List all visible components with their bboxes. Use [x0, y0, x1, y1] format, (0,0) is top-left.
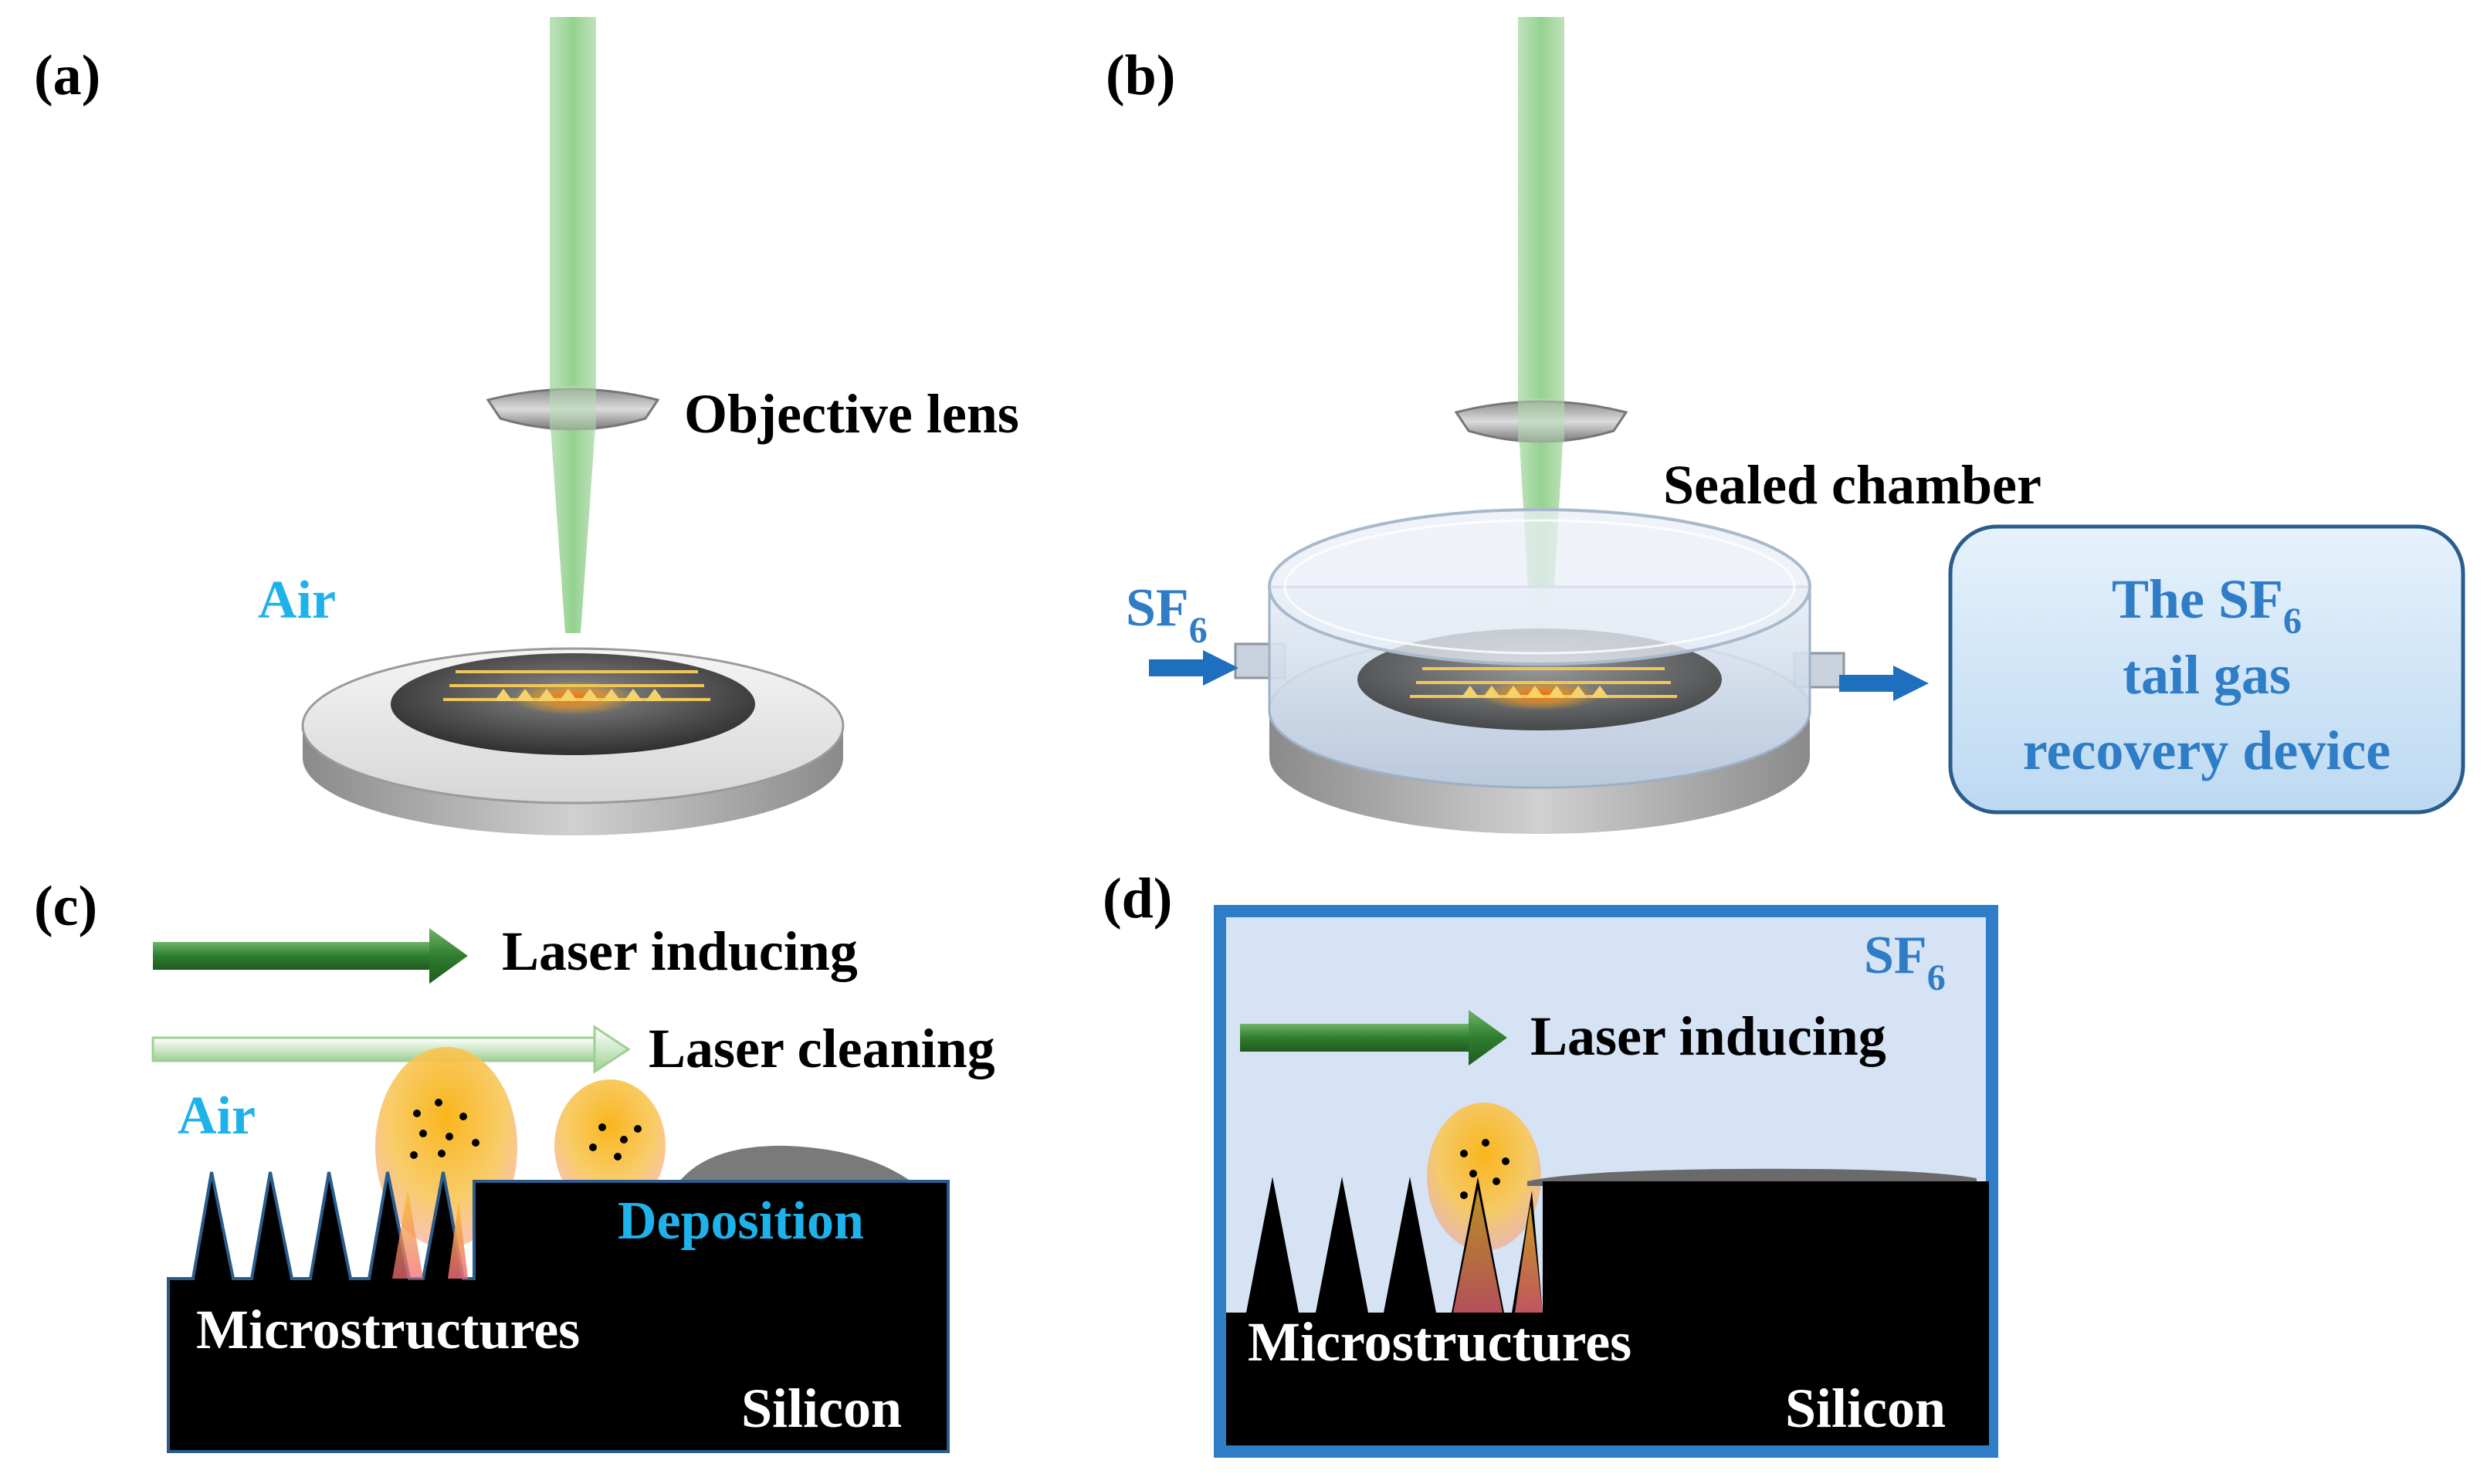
laser-inducing-arrow-icon — [153, 928, 468, 984]
panel-d: (d) SF6 Laser inducing Microstructures S… — [1103, 867, 1998, 1458]
svg-text:SF6: SF6 — [1126, 578, 1208, 651]
device-line-3: recovery device — [2023, 720, 2390, 781]
panel-b-label: (b) — [1106, 44, 1175, 107]
laser-cleaning-arrow-icon — [151, 1025, 631, 1074]
cleaning-plume — [554, 1079, 666, 1212]
particles — [410, 1099, 642, 1160]
panel-d-label: (d) — [1103, 867, 1172, 930]
objective-lens-icon — [1454, 398, 1628, 443]
air-label: Air — [178, 1086, 256, 1146]
sf6-subscript: 6 — [1927, 957, 1946, 998]
sf6-label: SF — [1864, 926, 1927, 985]
laser-beam — [550, 17, 596, 418]
svg-text:SF6: SF6 — [1864, 926, 1946, 998]
laser-inducing-label: Laser inducing — [502, 920, 858, 982]
panel-c-label: (c) — [34, 875, 97, 938]
silicon-label: Silicon — [741, 1377, 902, 1439]
silicon-substrate — [167, 1171, 950, 1453]
panel-c: (c) Laser inducing Laser cleaning — [34, 875, 995, 1453]
device-title: The SF — [2112, 568, 2283, 630]
recovery-device-box: The SF6 tail gas recovery device — [1948, 524, 2465, 815]
laser-cleaning-label: Laser cleaning — [649, 1018, 995, 1079]
microstructures-label: Microstructures — [1248, 1311, 1631, 1373]
inlet-arrow-icon — [1149, 650, 1238, 686]
objective-lens-icon — [486, 386, 660, 431]
microstructures-label: Microstructures — [196, 1299, 580, 1360]
silicon-substrate — [1226, 1177, 1989, 1445]
panel-a-label: (a) — [34, 44, 100, 107]
hot-spikes — [392, 1189, 468, 1279]
particles — [1460, 1139, 1509, 1199]
panel-a: (a) Objective lens — [34, 17, 1019, 835]
sealed-chamber — [1234, 508, 1845, 834]
sf6-inlet-subscript: 6 — [1189, 610, 1208, 651]
air-label: Air — [258, 571, 336, 630]
panel-b: (b) Sealed chamber — [1106, 17, 2465, 834]
deposition-label: Deposition — [618, 1191, 864, 1251]
outlet-arrow-icon — [1839, 666, 1929, 701]
sealed-chamber-label: Sealed chamber — [1663, 454, 2041, 516]
sample-stage — [301, 647, 845, 835]
silicon-label: Silicon — [1785, 1377, 1946, 1439]
device-line-2: tail gas — [2123, 644, 2291, 706]
svg-text:The SF6: The SF6 — [2112, 568, 2302, 642]
hot-spikes — [1453, 1189, 1543, 1313]
laser-beam — [1518, 17, 1564, 418]
focused-beam — [550, 417, 596, 633]
objective-lens-label: Objective lens — [684, 383, 1019, 445]
laser-inducing-arrow-icon — [1240, 1010, 1507, 1066]
device-title-subscript: 6 — [2283, 601, 2302, 642]
deposition-film — [679, 1145, 911, 1181]
ablation-plume — [1427, 1103, 1541, 1251]
sf6-inlet-label: SF — [1126, 578, 1189, 638]
laser-inducing-label: Laser inducing — [1530, 1005, 1886, 1067]
